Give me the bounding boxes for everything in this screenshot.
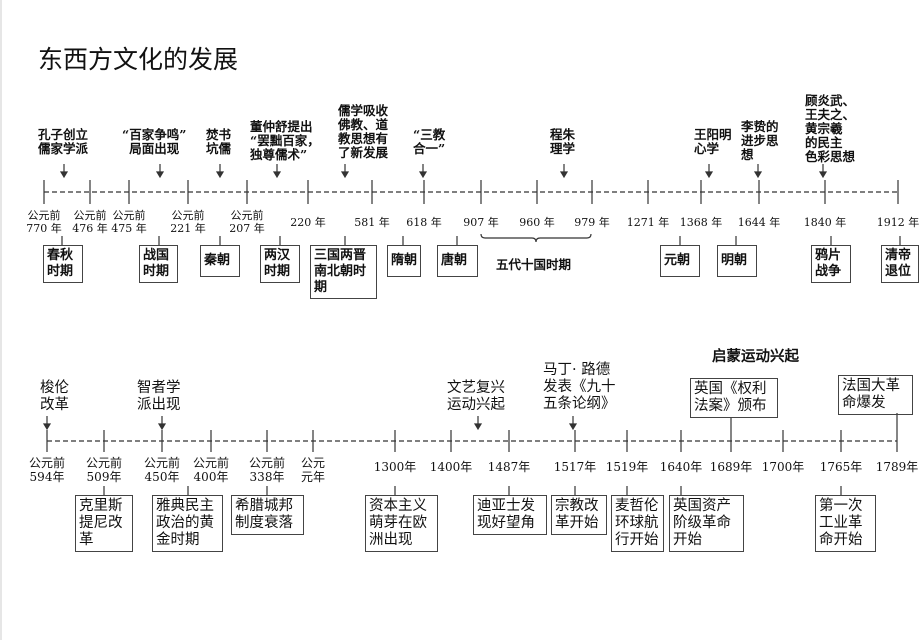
arrow-head-icon (818, 171, 828, 179)
event-wang-yangming: 王阳明 心学 (694, 127, 732, 156)
period-five-dynasties: 五代十国时期 (496, 257, 572, 272)
date-label: 1912 年 (876, 216, 920, 229)
event-cheng-zhu: 程朱 理学 (550, 127, 576, 156)
date-label: 1840 年 (803, 216, 847, 229)
event-book-burning: 焚书 坑儒 (206, 127, 232, 156)
arrow-head-icon (753, 171, 763, 179)
period-spring-autumn: 春秋 时期 (43, 245, 83, 283)
period-qin: 秦朝 (200, 245, 240, 277)
event-renaissance: 文艺复兴 运动兴起 (447, 380, 505, 413)
date-label: 1765年 (819, 460, 863, 474)
period-han: 两汉 时期 (260, 245, 300, 283)
date-label: 1519年 (605, 460, 649, 474)
arrow-head-icon (704, 171, 714, 179)
page-title: 东西方文化的发展 (38, 45, 239, 74)
period-industrial-revolution: 第一次 工业革 命开始 (815, 495, 876, 552)
date-label: 公元 元年 (300, 456, 325, 484)
date-label: 1700年 (761, 460, 805, 474)
arrow-head-icon (418, 171, 428, 179)
period-warring-states: 战国 时期 (139, 245, 178, 283)
arrow-head-icon (215, 171, 225, 179)
date-label: 1400年 (429, 460, 473, 474)
date-label: 公元前 221 年 (170, 209, 206, 235)
date-label: 581 年 (354, 216, 390, 229)
date-label: 公元前 338年 (248, 456, 285, 484)
period-three-kingdoms: 三国两晋 南北朝时 期 (310, 245, 377, 299)
date-label: 公元前 509年 (85, 456, 122, 484)
date-label: 1271 年 (626, 216, 670, 229)
period-yuan: 元朝 (660, 245, 700, 277)
period-dias: 迪亚士发 现好望角 (473, 495, 547, 535)
event-dong-zhongshu: 董仲舒提出 “罢黜百家， 独尊儒术” (250, 119, 320, 162)
period-sui: 隋朝 (387, 245, 421, 277)
date-label: 1368 年 (679, 216, 723, 229)
period-tang: 唐朝 (437, 245, 478, 277)
period-opium-war: 鸦片 战争 (811, 245, 851, 283)
arrow-head-icon (568, 423, 578, 431)
event-enlightenment: 启蒙运动兴起 (712, 348, 799, 365)
period-ming: 明朝 (717, 245, 757, 277)
event-luther: 马丁· 路德 发表《九十 五条论纲》 (543, 362, 616, 412)
date-label: 公元前 400年 (192, 456, 229, 484)
period-greek-decline: 希腊城邦 制度衰落 (231, 495, 304, 535)
event-gu-wang-huang: 顾炎武、 王夫之、 黄宗羲 的民主 色彩思想 (805, 93, 856, 164)
date-label: 618 年 (406, 216, 442, 229)
event-solon: 梭伦 改革 (40, 380, 69, 413)
period-athens-golden-age: 雅典民主 政治的黄 金时期 (152, 495, 223, 552)
event-hundred-schools: “百家争鸣” 局面出现 (122, 127, 187, 156)
period-qing-abdication: 清帝 退位 (881, 245, 919, 283)
date-label: 公元前 450年 (143, 456, 180, 484)
arrow-head-icon (559, 171, 569, 179)
period-english-revolution: 英国资产 阶级革命 开始 (669, 495, 744, 552)
date-label: 1644 年 (737, 216, 781, 229)
date-label: 公元前 476 年 (72, 209, 108, 235)
event-confucian-development: 儒学吸收 佛教、道 教思想有 了新发展 (338, 103, 389, 160)
arrow-head-icon (272, 171, 282, 179)
arrow-head-icon (340, 171, 350, 179)
period-magellan: 麦哲伦 环球航 行开始 (611, 495, 664, 552)
date-label: 1640年 (659, 460, 703, 474)
date-label: 1517年 (553, 460, 597, 474)
date-label: 公元前 207 年 (229, 209, 265, 235)
event-li-zhi: 李贽的 进步思 想 (741, 119, 779, 162)
date-label: 1789年 (875, 460, 919, 474)
date-label: 公元前 770 年 (26, 209, 62, 235)
date-label: 1689年 (709, 460, 753, 474)
date-label: 1300年 (373, 460, 417, 474)
arrow-head-icon (59, 171, 69, 179)
date-label: 公元前 594年 (28, 456, 65, 484)
date-label: 220 年 (290, 216, 326, 229)
event-french-revolution: 法国大革 命爆发 (838, 375, 913, 415)
arrow-head-icon (473, 423, 483, 431)
date-label: 1487年 (487, 460, 531, 474)
arrow-head-icon (42, 423, 52, 431)
period-cleisthenes: 克里斯 提尼改 革 (75, 495, 133, 552)
arrow-head-icon (155, 171, 165, 179)
event-confucius: 孔子创立 儒家学派 (38, 127, 89, 156)
date-label: 907 年 (463, 216, 499, 229)
date-label: 979 年 (574, 216, 610, 229)
date-label: 公元前 475 年 (111, 209, 147, 235)
five-dynasties-brace (480, 233, 592, 243)
event-bill-of-rights: 英国《权利 法案》颁布 (690, 378, 778, 418)
period-capitalism-sprouts: 资本主义 萌芽在欧 洲出现 (365, 495, 438, 552)
arrow-head-icon (157, 423, 167, 431)
period-reformation: 宗教改 革开始 (551, 495, 607, 535)
event-three-teachings: “三教 合一” (413, 127, 446, 156)
date-label: 960 年 (519, 216, 555, 229)
event-sophists: 智者学 派出现 (137, 380, 181, 413)
left-border (0, 0, 2, 640)
